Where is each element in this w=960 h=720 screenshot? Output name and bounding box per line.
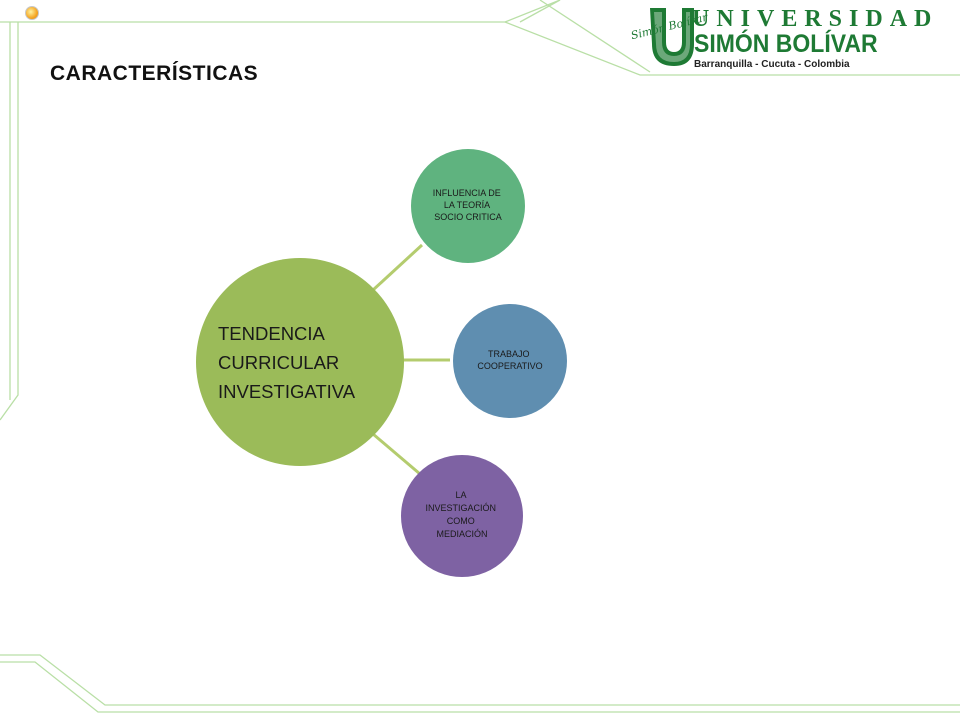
node-label-influencia: INFLUENCIA DE LA TEORÍA SOCIO CRITICA <box>433 188 504 222</box>
node-influencia-line-1: INFLUENCIA DE <box>433 188 501 198</box>
logo-cities-text: Barranquilla - Cucuta - Colombia <box>694 59 850 70</box>
node-investigacion-line-3: COMO <box>447 516 475 526</box>
node-label-trabajo: TRABAJO COOPERATIVO <box>477 349 542 371</box>
connector-line-bottom <box>372 432 421 476</box>
connector-line-top <box>371 243 424 292</box>
center-label-line-1: TENDENCIA <box>218 323 326 344</box>
page-title: CARACTERÍSTICAS <box>50 62 259 85</box>
node-circle-influencia <box>411 149 525 263</box>
node-investigacion-line-4: MEDIACIÓN <box>436 529 487 539</box>
node-influencia-line-2: LA TEORÍA <box>444 200 490 210</box>
node-investigacion-line-2: INVESTIGACIÓN <box>425 503 496 513</box>
logo-universidad-text: UNIVERSIDAD <box>692 6 939 32</box>
center-circle <box>196 258 404 466</box>
node-trabajo-line-1: TRABAJO <box>488 349 530 359</box>
logo-simon-bolivar-text: SIMÓN BOLÍVAR <box>694 30 878 58</box>
node-label-investigacion: LA INVESTIGACIÓN COMO MEDIACIÓN <box>425 490 498 539</box>
university-logo: Simón Bolívar UNIVERSIDAD SIMÓN BOLÍVAR … <box>628 4 932 74</box>
node-circle-trabajo <box>453 304 567 418</box>
node-investigacion-line-1: LA <box>455 490 466 500</box>
node-influencia-line-3: SOCIO CRITICA <box>434 212 502 222</box>
center-label-line-3: INVESTIGATIVA <box>218 381 356 402</box>
orange-bullet-icon <box>25 6 39 20</box>
node-circle-investigacion <box>401 455 523 577</box>
center-circle-label: TENDENCIA CURRICULAR INVESTIGATIVA <box>218 323 356 402</box>
node-trabajo-line-2: COOPERATIVO <box>477 361 542 371</box>
center-label-line-2: CURRICULAR <box>218 352 339 373</box>
university-u-icon <box>650 8 694 66</box>
